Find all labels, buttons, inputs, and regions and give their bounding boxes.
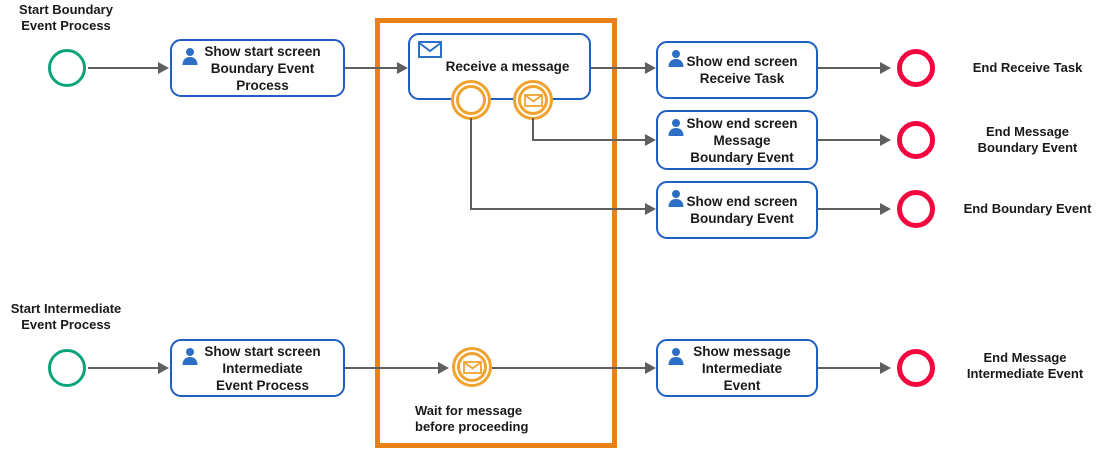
- task-show-end-screen-receive-task[interactable]: Show end screen Receive Task: [656, 41, 818, 99]
- user-icon: [666, 117, 686, 142]
- connector-endtask3-to-endevent3: [818, 208, 882, 210]
- task-label: Show message Intermediate Event: [693, 343, 791, 393]
- arrowhead: [158, 62, 169, 74]
- connector-blank-boundary-horizontal: [470, 208, 647, 210]
- end-event-receive-task[interactable]: [897, 49, 935, 87]
- connector-catch-to-show-message: [492, 367, 647, 369]
- start-boundary-event-process-label: Start Boundary Event Process: [19, 2, 113, 33]
- start-event-boundary-process[interactable]: [48, 49, 86, 87]
- user-icon: [666, 188, 686, 213]
- end-receive-task-label: End Receive Task: [972, 60, 1083, 75]
- task-show-start-screen-intermediate[interactable]: Show start screen Intermediate Event Pro…: [170, 339, 345, 397]
- task-show-start-screen-boundary[interactable]: Show start screen Boundary Event Process: [170, 39, 345, 97]
- end-event-message-intermediate-event[interactable]: [897, 349, 935, 387]
- task-label: Show end screen Receive Task: [686, 54, 798, 86]
- arrowhead: [645, 203, 656, 215]
- task-receive-a-message[interactable]: Receive a message: [408, 33, 591, 100]
- arrowhead: [645, 62, 656, 74]
- connector-start-to-task-boundary: [88, 67, 160, 69]
- blank-boundary-event-icon[interactable]: [451, 80, 491, 120]
- start-intermediate-event-process-label: Start Intermediate Event Process: [10, 301, 122, 332]
- task-label: Show end screen Boundary Event: [686, 194, 798, 226]
- connector-showmessage-to-endevent: [818, 367, 882, 369]
- arrowhead: [645, 362, 656, 374]
- envelope-icon: [418, 41, 442, 63]
- connector-endtask2-to-endevent2: [818, 139, 882, 141]
- arrowhead: [645, 134, 656, 146]
- user-icon: [666, 48, 686, 73]
- task-label: Show start screen Boundary Event Process: [204, 43, 321, 93]
- arrowhead: [158, 362, 169, 374]
- end-message-boundary-event-label: End Message Boundary Event: [977, 124, 1078, 155]
- end-boundary-event-label: End Boundary Event: [963, 201, 1092, 216]
- end-event-boundary-event[interactable]: [897, 190, 935, 228]
- end-message-intermediate-event-label: End Message Intermediate Event: [966, 350, 1084, 381]
- arrowhead: [880, 203, 891, 215]
- message-group-frame: [375, 18, 617, 448]
- end-event-message-boundary-event[interactable]: [897, 121, 935, 159]
- task-show-end-screen-boundary-event[interactable]: Show end screen Boundary Event: [656, 181, 818, 239]
- inner-ring: [518, 85, 548, 115]
- user-icon: [180, 346, 200, 371]
- task-show-end-screen-message-boundary-event[interactable]: Show end screen Message Boundary Event: [656, 110, 818, 170]
- task-label: Show start screen Intermediate Event Pro…: [204, 343, 321, 393]
- inner-ring: [457, 352, 487, 382]
- connector-msg-boundary-horizontal: [532, 139, 647, 141]
- connector-blank-boundary-vertical: [470, 118, 472, 210]
- user-icon: [666, 346, 686, 371]
- wait-for-message-label: Wait for message before proceeding: [415, 403, 529, 434]
- user-icon: [180, 46, 200, 71]
- arrowhead: [880, 62, 891, 74]
- arrowhead: [397, 62, 408, 74]
- connector-task-to-receive: [345, 67, 401, 69]
- task-label: Receive a message: [445, 59, 570, 74]
- task-label: Show end screen Message Boundary Event: [686, 115, 798, 165]
- arrowhead: [880, 362, 891, 374]
- connector-receive-to-end-receive: [591, 67, 647, 69]
- connector-task-to-catch-event: [345, 367, 442, 369]
- inner-ring: [456, 85, 486, 115]
- arrowhead: [880, 134, 891, 146]
- connector-msg-boundary-vertical: [532, 118, 534, 140]
- task-show-message-intermediate-event[interactable]: Show message Intermediate Event: [656, 339, 818, 397]
- start-event-intermediate-process[interactable]: [48, 349, 86, 387]
- connector-endtask1-to-endevent1: [818, 67, 882, 69]
- connector-start-to-task-intermediate: [88, 367, 160, 369]
- arrowhead: [438, 362, 449, 374]
- message-intermediate-catch-event-icon[interactable]: [452, 347, 492, 387]
- message-boundary-event-icon[interactable]: [513, 80, 553, 120]
